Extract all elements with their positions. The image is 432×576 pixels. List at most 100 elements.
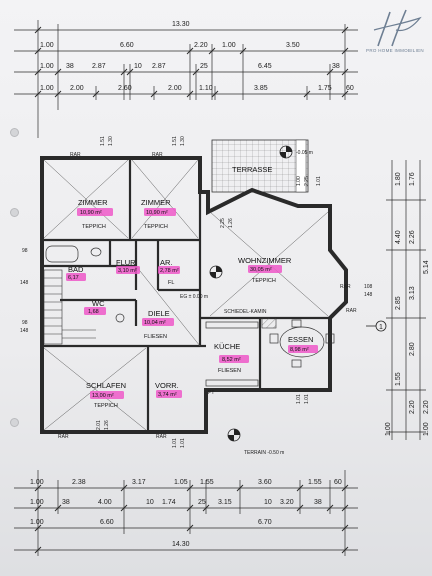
- dim-label: 3.17: [132, 479, 146, 486]
- room-area: 1,68: [88, 309, 99, 315]
- dim-label: 1.55: [308, 479, 322, 486]
- dim-label: 1.00: [30, 499, 44, 506]
- room-name: WOHNZIMMER: [238, 256, 292, 265]
- terrace-label: TERRASSE: [232, 165, 272, 174]
- dim-label: 1.75: [318, 85, 332, 92]
- dining-table: [269, 319, 335, 368]
- room-name: SCHLAFEN: [86, 381, 126, 390]
- room-area: 30,05 m²: [250, 267, 272, 273]
- room-area: 6,17: [68, 275, 79, 281]
- rar-label: RAR: [156, 434, 167, 440]
- dim-label: 2.20: [194, 42, 208, 49]
- opening-label: 2.01: [96, 420, 102, 430]
- dim-label: 60: [334, 479, 342, 486]
- rar-label: RAR: [70, 152, 81, 158]
- room-floor: TEPPICH: [252, 278, 276, 284]
- dim-label: 1.00: [30, 479, 44, 486]
- room-area: 2,78 m²: [160, 268, 179, 274]
- opening-label: 1.51: [172, 136, 178, 146]
- dim-label: 38: [332, 63, 340, 70]
- dim-label: 2.26: [409, 230, 416, 244]
- dim-label: 10: [146, 499, 154, 506]
- room-area: 3,74 m²: [158, 392, 177, 398]
- dim-label: 1.00: [385, 422, 392, 436]
- dim-label: 6.70: [258, 519, 272, 526]
- staircase: [43, 269, 96, 345]
- dim-label: 1.00: [40, 85, 54, 92]
- dim-label: 3.60: [258, 479, 272, 486]
- dim-total-bottom: 14.30: [172, 541, 190, 548]
- dim-label: 4.40: [395, 230, 402, 244]
- opening-label: 108: [364, 284, 373, 290]
- dim-label: 6.60: [100, 519, 114, 526]
- opening-label: 98: [22, 320, 28, 326]
- dim-label: 38: [66, 63, 74, 70]
- dim-label: 2.20: [409, 400, 416, 414]
- dim-label: 4.00: [98, 499, 112, 506]
- terrace-level: -0.05 m: [296, 150, 313, 156]
- brand-name: PRO HOME IMMOBILIEN: [366, 48, 424, 53]
- dim-label: 1.00: [40, 63, 54, 70]
- room-floor: FLIESEN: [218, 368, 241, 374]
- chimney: [261, 317, 277, 329]
- opening-label: 1.00: [296, 176, 302, 186]
- dim-label: 1.80: [395, 172, 402, 186]
- opening-label: 2.25: [304, 176, 310, 186]
- opening-label: 98: [22, 248, 28, 254]
- rar-label: RAR: [340, 284, 351, 290]
- dim-label: 38: [314, 499, 322, 506]
- dim-label: 2.00: [70, 85, 84, 92]
- dim-label: 2.80: [409, 342, 416, 356]
- opening-label: 1.01: [316, 176, 322, 186]
- room-name: FLUR: [116, 258, 136, 267]
- level-marker-icon: [227, 428, 241, 442]
- opening-label: 1.26: [228, 218, 234, 228]
- binder-hole: [10, 418, 19, 427]
- room-floor: FLIESEN: [144, 334, 167, 340]
- opening-label: 1.30: [108, 136, 114, 146]
- dim-label: 3.85: [254, 85, 268, 92]
- dim-label: 3.50: [286, 42, 300, 49]
- room-floor: TEPPICH: [94, 403, 118, 409]
- room-area: 10,90 m²: [80, 210, 102, 216]
- dim-label: 3.13: [409, 286, 416, 300]
- rar-label: RAR: [152, 152, 163, 158]
- room-area: 8,98 m²: [290, 347, 309, 353]
- dim-label: 1.05: [174, 479, 188, 486]
- room-name: WC: [92, 299, 105, 308]
- terrain-level: TERRAIN -0.50 m: [244, 450, 284, 456]
- kitchen-counter: [205, 321, 259, 329]
- dim-label: 25: [198, 499, 206, 506]
- terrace-area: [211, 139, 309, 193]
- dim-label: 3.15: [218, 499, 232, 506]
- rar-label: RAR: [346, 308, 357, 314]
- room-floor: FL: [168, 280, 174, 286]
- opening-label: 1.26: [104, 420, 110, 430]
- dim-label: 10: [134, 63, 142, 70]
- dim-label: 2.20: [423, 400, 430, 414]
- dim-label: 1.10: [199, 85, 213, 92]
- dim-label: 25: [200, 63, 208, 70]
- room-area: 8,52 m²: [222, 357, 241, 363]
- dim-label: 1.00: [222, 42, 236, 49]
- exterior-wall: [40, 156, 348, 434]
- dim-total-top: 13.30: [172, 21, 190, 28]
- bath-fixtures: [45, 245, 125, 323]
- room-floor: TEPPICH: [82, 224, 106, 230]
- pro-home-logo: [373, 9, 422, 47]
- dim-label: 1.55: [200, 479, 214, 486]
- rar-label: RAR: [58, 434, 69, 440]
- binder-hole: [10, 208, 19, 217]
- room-area: 10,90 m²: [146, 210, 168, 216]
- room-name: ESSEN: [288, 335, 313, 344]
- room-name: BAD: [68, 265, 84, 274]
- opening-label: 2.25: [220, 218, 226, 228]
- room-area: 13,00 m²: [92, 393, 114, 399]
- opening-label: 1.30: [180, 136, 186, 146]
- dim-label: 2.87: [152, 63, 166, 70]
- dim-label: 1.00: [423, 422, 430, 436]
- dim-label: 6.45: [258, 63, 272, 70]
- room-area: 10,04 m²: [144, 320, 166, 326]
- opening-label: 148: [20, 328, 29, 334]
